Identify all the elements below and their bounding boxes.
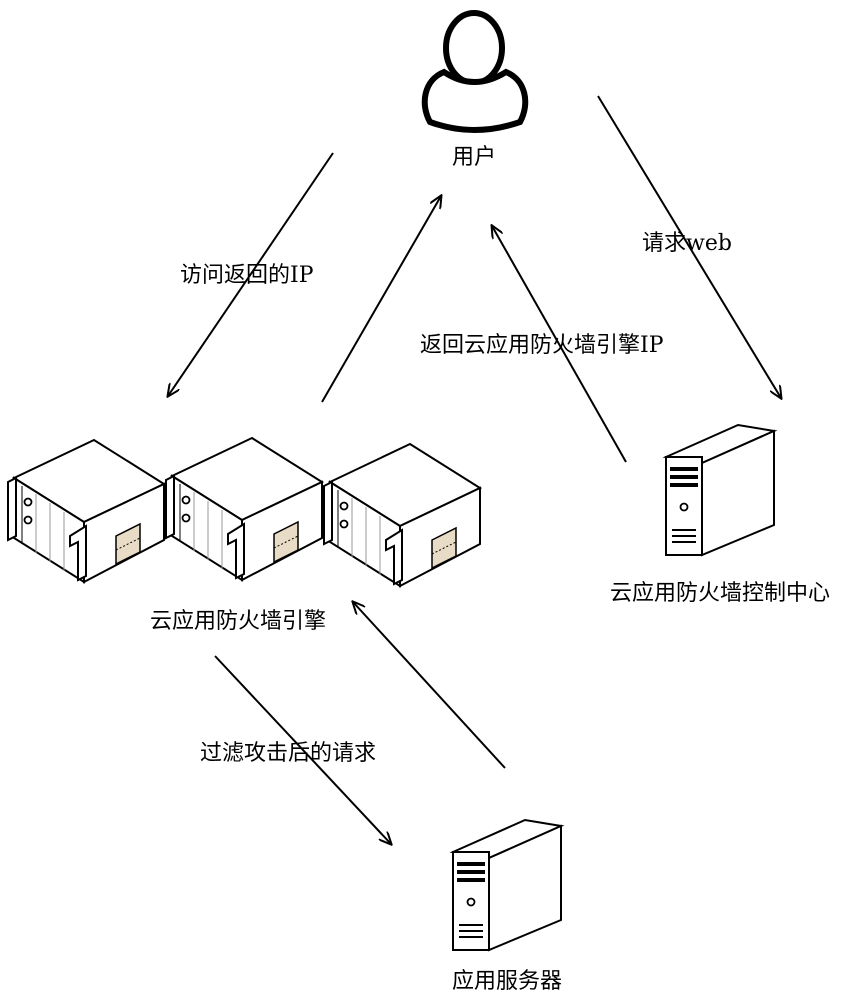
app-server-node: 应用服务器 (452, 819, 562, 994)
tower-server-icon (452, 819, 562, 951)
edge-label-engine-to-server: 过滤攻击后的请求 (200, 741, 376, 766)
control-center-node: 云应用防火墙控制中心 (610, 424, 830, 606)
app-server-label: 应用服务器 (452, 969, 562, 994)
edge-label-control-to-user: 返回云应用防火墙引擎IP (420, 333, 664, 358)
arrow-user-to-engine (168, 152, 334, 396)
edge-label-user-to-control: 请求web (642, 231, 732, 256)
control-center-label: 云应用防火墙控制中心 (610, 581, 830, 606)
edge-label-user-to-engine: 访问返回的IP (180, 263, 314, 288)
rack-server-icon (7, 437, 481, 587)
arrow-engine-to-user (321, 196, 441, 403)
tower-server-icon (665, 424, 775, 556)
user-node: 用户 (421, 10, 529, 170)
engine-node: 云应用防火墙引擎 (7, 437, 481, 634)
arrow-control-to-user (492, 226, 627, 463)
arrow-engine-to-server (214, 655, 391, 844)
person-icon (421, 10, 529, 133)
arrow-server-to-engine (353, 602, 506, 769)
engine-label: 云应用防火墙引擎 (150, 609, 326, 634)
user-label: 用户 (452, 145, 496, 170)
arrow-user-to-control (597, 95, 781, 398)
